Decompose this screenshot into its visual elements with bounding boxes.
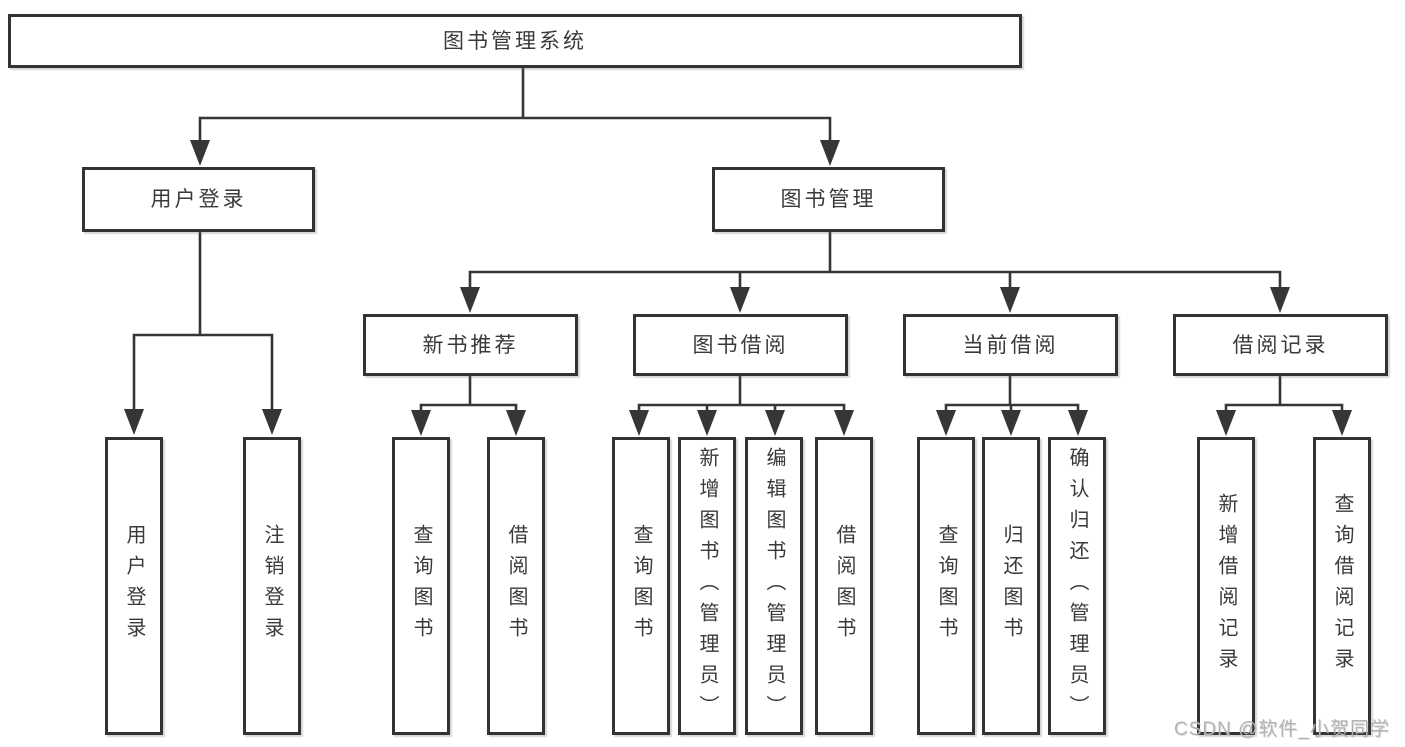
connector-book-borrowing — [629, 376, 854, 436]
connector-user-login — [124, 232, 282, 435]
leaf-query-books-recommend: 查询图书 — [392, 437, 450, 735]
node-user-login: 用户登录 — [82, 167, 315, 232]
leaf-query-books-current: 查询图书 — [917, 437, 975, 735]
leaf-borrow-books-borrowing: 借阅图书 — [815, 437, 873, 735]
node-book-borrowing: 图书借阅 — [633, 314, 848, 376]
leaf-confirm-return-admin: 确认归还（管理员） — [1048, 437, 1106, 735]
connector-new-book-recommend — [411, 376, 526, 436]
leaf-edit-book-admin: 编辑图书（管理员） — [745, 437, 803, 735]
leaf-add-borrow-record: 新增借阅记录 — [1197, 437, 1255, 735]
connector-root — [190, 68, 840, 166]
leaf-query-books-borrowing: 查询图书 — [612, 437, 670, 735]
node-current-borrowing: 当前借阅 — [903, 314, 1118, 376]
connector-book-management — [460, 232, 1290, 313]
connector-current-borrowing — [936, 376, 1088, 436]
node-book-management: 图书管理 — [712, 167, 945, 232]
leaf-return-books: 归还图书 — [982, 437, 1040, 735]
node-borrowing-records: 借阅记录 — [1173, 314, 1388, 376]
leaf-borrow-books-recommend: 借阅图书 — [487, 437, 545, 735]
connector-borrowing-records — [1216, 376, 1352, 436]
watermark: CSDN @软件_小贺同学 — [1174, 719, 1390, 740]
node-new-book-recommend: 新书推荐 — [363, 314, 578, 376]
node-root: 图书管理系统 — [8, 14, 1022, 68]
leaf-query-borrow-record: 查询借阅记录 — [1313, 437, 1371, 735]
leaf-logout-login: 注销登录 — [243, 437, 301, 735]
leaf-add-book-admin: 新增图书（管理员） — [678, 437, 736, 735]
leaf-user-login: 用户登录 — [105, 437, 163, 735]
